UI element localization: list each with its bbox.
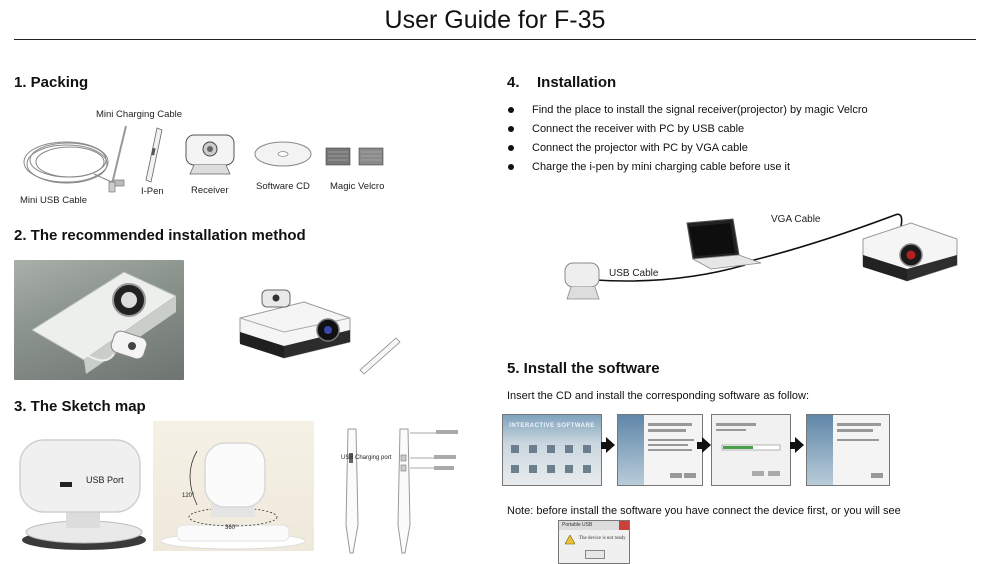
bullet-dot xyxy=(508,107,514,113)
error-dialog-message: The device is not ready xyxy=(579,536,626,541)
usb-cable-label: USB Cable xyxy=(609,268,659,279)
label-receiver: Receiver xyxy=(191,185,229,196)
desk-projector-photo xyxy=(224,282,404,382)
usb-cable-coil xyxy=(23,141,117,185)
close-icon[interactable] xyxy=(619,521,629,530)
label-mini-charging-cable: Mini Charging Cable xyxy=(96,109,183,120)
software-note: Note: before install the software you ha… xyxy=(507,505,901,517)
rotation-angle-label: 360° xyxy=(225,525,238,531)
installation-step-2: Connect the receiver with PC by USB cabl… xyxy=(532,123,745,135)
arrow-right-icon xyxy=(702,437,711,453)
arrow-right-icon xyxy=(790,442,796,449)
bullet-dot xyxy=(508,126,514,132)
wizard-finish-lines xyxy=(837,423,883,478)
error-dialog-title: Portable USB xyxy=(562,522,593,528)
label-magic-velcro: Magic Velcro xyxy=(330,181,385,192)
page-title: User Guide for F-35 xyxy=(384,6,606,34)
usb-cable-line xyxy=(594,264,746,282)
ceiling-install-photo xyxy=(14,260,184,380)
installation-heading: Installation xyxy=(537,74,617,91)
ceiling-projector-illustration xyxy=(31,271,178,374)
connection-diagram: VGA Cable USB Cable xyxy=(555,205,965,305)
wizard-progress xyxy=(716,423,781,476)
label-ipen: I-Pen xyxy=(141,186,164,197)
title-divider xyxy=(14,39,976,40)
packing-items-illustration xyxy=(23,125,384,193)
error-dialog-ok-button[interactable] xyxy=(585,550,605,559)
receiver-closeup: USB Port xyxy=(14,422,154,550)
bullet-dot xyxy=(508,145,514,151)
installation-number: 4. xyxy=(507,74,520,91)
software-heading: 5. Install the software xyxy=(507,360,660,377)
error-dialog: Portable USB The device is not ready xyxy=(558,520,630,564)
receiver-drawing xyxy=(185,134,235,175)
receiver-rotation-photo: 120° 360° xyxy=(153,421,314,551)
installation-step-3: Connect the projector with PC by VGA cab… xyxy=(532,142,748,154)
ipen-sketch-illustration xyxy=(345,428,458,554)
receiver-rotation-illustration xyxy=(160,442,306,550)
wizard-sidebar-image xyxy=(807,415,833,485)
bullet-dot xyxy=(508,164,514,170)
sketch-heading: 3. The Sketch map xyxy=(14,398,146,415)
packing-heading: 1. Packing xyxy=(14,74,89,91)
connection-diagram-illustration xyxy=(564,213,958,300)
install-screenshot-3 xyxy=(711,414,791,486)
usb-charging-port-label: USB Charging port xyxy=(341,455,392,461)
installation-step-4: Charge the i-pen by mini charging cable … xyxy=(532,161,791,173)
label-software-cd: Software CD xyxy=(256,181,310,192)
label-mini-usb-cable: Mini USB Cable xyxy=(20,195,88,206)
usb-port-label: USB Port xyxy=(86,475,124,485)
ipen-sketch: USB Charging port xyxy=(334,425,474,555)
software-banner-text: INTERACTIVE SOFTWARE xyxy=(509,423,595,429)
arrow-right-icon xyxy=(601,442,607,449)
wizard-sidebar-image xyxy=(618,415,644,485)
installation-step-1: Find the place to install the signal rec… xyxy=(532,104,868,116)
vga-cable-label: VGA Cable xyxy=(771,214,821,225)
arrow-right-icon xyxy=(795,437,804,453)
receiver-closeup-illustration xyxy=(19,439,146,550)
software-intro: Insert the CD and install the correspond… xyxy=(507,390,810,402)
vga-cable-line xyxy=(749,213,903,262)
tilt-angle-label: 120° xyxy=(182,493,195,499)
warning-icon xyxy=(565,535,575,545)
velcro-drawing xyxy=(325,147,384,166)
desk-projector-illustration xyxy=(239,289,401,375)
recommended-heading: 2. The recommended installation method xyxy=(14,227,306,244)
wizard-text-lines xyxy=(648,423,696,478)
cd-drawing xyxy=(254,141,312,167)
ipen-drawing xyxy=(145,127,163,183)
arrow-right-icon xyxy=(697,442,703,449)
install-screenshot-1: INTERACTIVE SOFTWARE xyxy=(502,414,602,486)
charging-cable xyxy=(111,125,127,185)
arrow-right-icon xyxy=(606,437,615,453)
error-dialog-titlebar xyxy=(559,521,629,530)
software-icon-grid xyxy=(511,445,591,473)
install-screenshot-2 xyxy=(617,414,703,486)
install-screenshot-4 xyxy=(806,414,890,486)
